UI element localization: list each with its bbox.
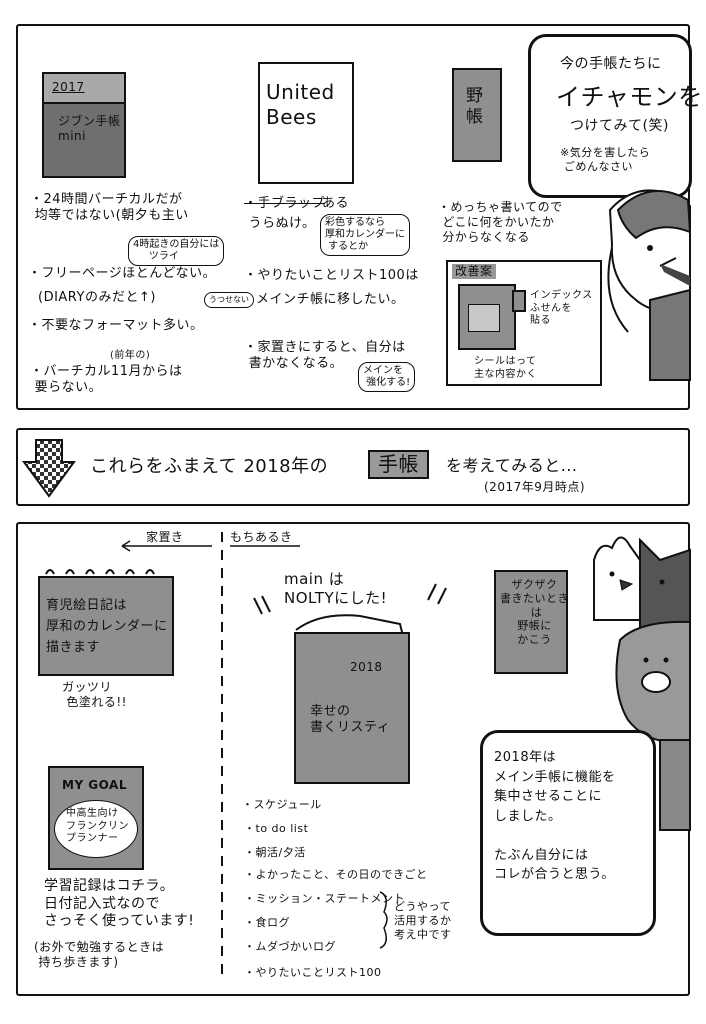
left-label-home: 家置き <box>146 530 184 544</box>
jibun-techo-mini-book <box>42 102 126 178</box>
bubble-line1: 今の手帳たちに <box>560 56 662 72</box>
col2-item1b: うらぬけ。 <box>244 216 316 231</box>
col1-item2b: (DIARYのみだと↑) <box>38 290 156 305</box>
improvement-box <box>446 260 602 386</box>
list-item-6: ・ムダづかいログ <box>244 940 336 953</box>
main-header: main は NOLTYにした! <box>284 570 388 607</box>
list-note: どうやって 活用するか 考え中です <box>394 900 452 941</box>
list-item-3: ・よかったこと、その日のできごと <box>244 868 428 881</box>
banner-sub: (2017年9月時点) <box>484 480 586 494</box>
nolty-year: 2018 <box>350 660 383 674</box>
yacho-book <box>452 68 502 162</box>
list-item-4: ・ミッション・ステートメント <box>244 892 405 905</box>
calendar-note: ガッツリ 色塗れる!! <box>62 680 127 709</box>
zakuzaku-text: ザクザク 書きたいとき は 野帳に かこう <box>500 578 569 646</box>
banner-text-box: 手帳 <box>368 450 429 479</box>
bubble-line4: ※気分を害したら ごめんなさい <box>560 146 651 173</box>
col1-item3: ・不要なフォーマット多い。 <box>28 318 204 333</box>
goal-label-oval <box>54 800 138 858</box>
col1-item4-annotation: (前年の) <box>110 350 151 361</box>
col2-note1: 彩色するなら 厚和カレンダーに するとか <box>320 214 410 256</box>
planner1-name: ジブン手帳 mini <box>58 114 121 143</box>
list-item-2: ・朝活/夕活 <box>244 846 306 859</box>
yacho-zakuzaku-book <box>494 570 568 674</box>
bubble-line3: つけてみて(笑) <box>570 118 669 134</box>
list-item-7: ・やりたいことリスト100 <box>244 966 382 979</box>
list-item-1: ・to do list <box>244 822 309 835</box>
banner-text-post: を考えてみると... <box>446 456 578 475</box>
goal-text: 学習記録はコチラ。 日付記入式なので さっそく使っています! <box>44 878 195 929</box>
goal-subtitle: 中高生向け フランクリン プランナー <box>66 808 129 844</box>
label-index-sticky: インデックス ふせんを 貼る <box>530 290 593 326</box>
bubble-line2: イチャモンを <box>556 83 703 111</box>
conclusion-speech-bubble <box>480 730 656 936</box>
banner-panel <box>16 428 690 506</box>
conclusion-text: 2018年は メイン手帳に機能を 集中させることに しました。 たぶん自分には … <box>494 750 616 882</box>
col2-item3: ・家置きにすると、自分は 書かなくなる。 <box>244 340 406 372</box>
col2-item1-rest: ある <box>322 196 350 211</box>
list-item-5: ・食ログ <box>244 916 290 929</box>
col1-item1: ・24時間バーチカルだが 均等ではない(朝夕も主い <box>30 192 189 224</box>
col3-item1: ・めっちゃ書いてので どこに何をかいたか 分からなくなる <box>438 200 563 244</box>
label-sticker: シールはって 主な内容かく <box>474 356 537 380</box>
col2-item2b: メインチ帳に移したい。 <box>256 292 405 307</box>
col1-item4: ・バーチカル11月からは 要らない。 <box>30 364 183 396</box>
calendar-text: 育児絵日記は 厚和のカレンダーに 描きます <box>46 598 168 655</box>
col1-note1: 4時起きの自分には ツライ <box>128 236 225 266</box>
col1-item2: ・フリーページほとんどない。 <box>28 266 217 281</box>
nolty-planner <box>294 632 410 784</box>
list-item-0: ・スケジュール <box>242 798 322 811</box>
sticker-sketch <box>468 304 500 332</box>
planner1-year: 2017 <box>52 80 85 94</box>
goal-note: (お外で勉強するときは 持ち歩きます) <box>34 940 165 969</box>
critique-speech-bubble <box>528 34 692 198</box>
index-tab-sketch <box>512 290 526 312</box>
col2-note2: うつせない <box>204 292 254 308</box>
united-bees-book <box>258 62 354 184</box>
improvement-title: 改善案 <box>452 264 496 279</box>
col2-item1-struck: ・手ブラップ <box>244 196 326 211</box>
goal-title: MY GOAL <box>62 778 127 792</box>
nolty-title: 幸せの 書くリスティ <box>310 704 391 736</box>
right-label-carry: もちあるき <box>230 530 293 544</box>
banner-text-pre: これらをふまえて 2018年の <box>90 456 329 477</box>
wall-calendar <box>38 576 174 676</box>
planner3-name: 野 帳 <box>466 86 484 128</box>
col2-item2: ・やりたいことリスト100は <box>244 268 419 283</box>
jibun-techo-mini-cover <box>42 72 126 106</box>
col2-note3: メインを 強化する! <box>358 362 416 392</box>
planner2-name: United Bees <box>266 80 335 129</box>
